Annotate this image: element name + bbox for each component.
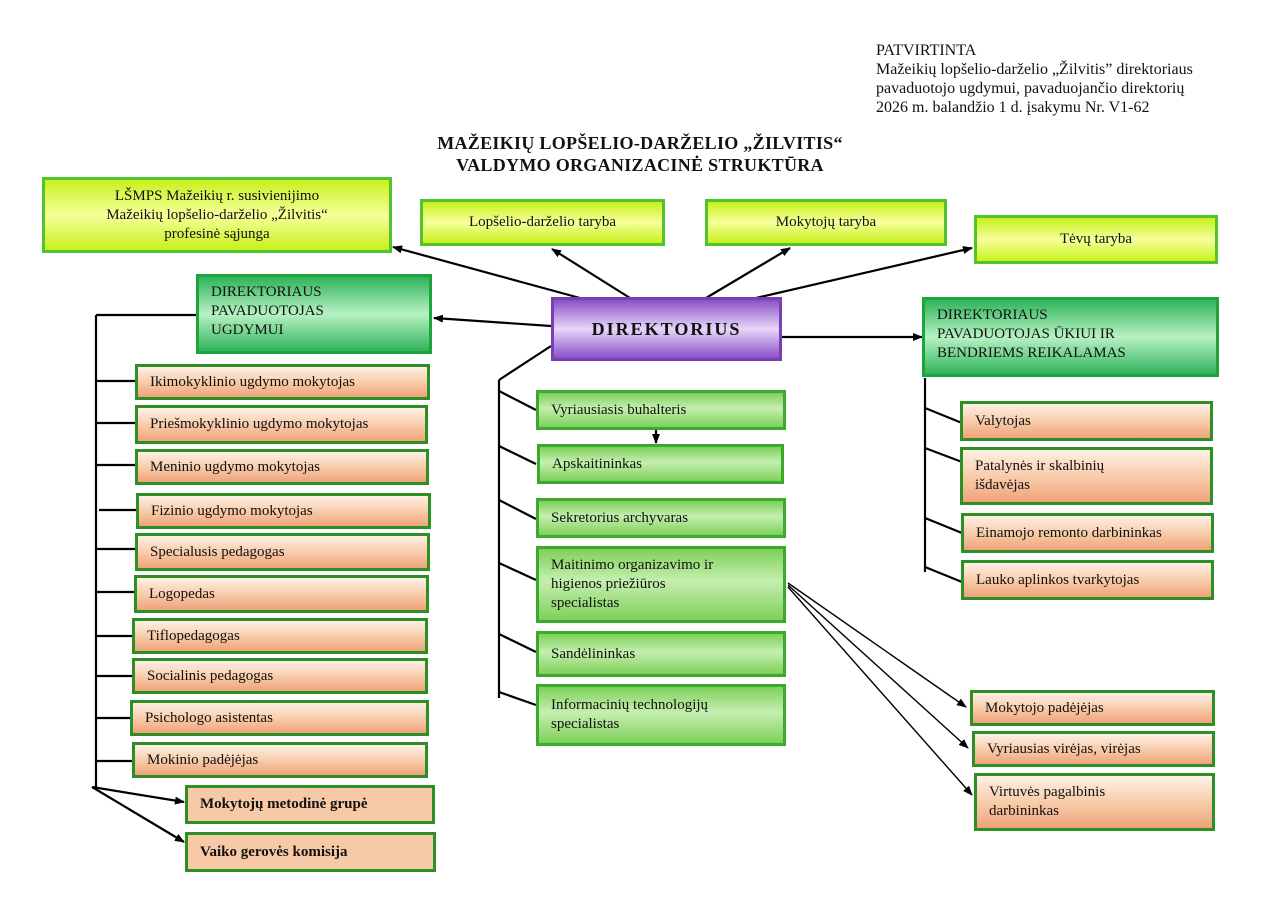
node-label: profesinė sąjunga [164,225,270,242]
node-secretary-archivist: Sekretorius archyvaras [536,498,786,538]
node-label: Valytojas [975,412,1031,429]
node-label: higienos priežiūros [551,576,666,592]
node-director: DIREKTORIUS [551,297,782,361]
node-label: Mažeikių lopšelio-darželio „Žilvitis“ [106,206,328,223]
node-staff: Valytojas [960,401,1213,441]
node-label: Patalynės ir skalbinių [975,458,1105,474]
node-label: specialistas [551,595,620,611]
arrow-director-parents-council [755,246,973,300]
node-label: Sekretorius archyvaras [551,509,689,526]
node-methodical-group: Mokytojų metodinė grupė [185,785,435,824]
node-label: Lauko aplinkos tvarkytojas [976,571,1140,588]
node-label: darbininkas [989,803,1059,819]
node-chief-accountant: Vyriausiasis buhalteris [536,390,786,430]
node-label: Mokinio padėjėjas [147,751,259,768]
node-label: Ikimokyklinio ugdymo mokytojas [150,373,355,390]
node-label: Sandėlininkas [551,645,636,662]
title-line: MAŽEIKIŲ LOPŠELIO-DARŽELIO „ŽILVITIS“ [437,133,843,153]
node-label: BENDRIEMS REIKALAMAS [937,345,1126,361]
arrow-catering-cook [787,584,969,749]
node-staff: Tiflopedagogas [132,618,428,654]
node-storekeeper: Sandėlininkas [536,631,786,677]
arrow-catering-kitchen-worker [787,586,973,796]
node-deputy-education: DIREKTORIAUS PAVADUOTOJAS UGDYMUI [196,274,432,354]
node-label: Mokytojo padėjėjas [985,699,1104,716]
node-staff: Priešmokyklinio ugdymo mokytojas [135,405,428,444]
node-label: Mokytojų taryba [775,214,877,230]
node-label: DIREKTORIAUS [937,307,1048,323]
node-label: Specialusis pedagogas [150,543,285,560]
node-label: Mokytojų metodinė grupė [200,796,368,812]
approval-note: PATVIRTINTA Mažeikių lopšelio-darželio „… [876,41,1193,117]
node-staff: Mokinio padėjėjas [132,742,428,778]
node-accountant: Apskaitininkas [537,444,784,484]
node-label: DIREKTORIAUS [211,284,322,300]
node-teachers-council: Mokytojų taryba [705,199,947,246]
node-staff: Vyriausias virėjas, virėjas [972,731,1215,767]
node-staff: Psichologo asistentas [130,700,429,736]
node-label: Priešmokyklinio ugdymo mokytojas [150,416,369,432]
node-staff: Mokytojo padėjėjas [970,690,1215,726]
node-trade-union: LŠMPS Mažeikių r. susivienijimo Mažeikių… [42,177,392,253]
node-label: Virtuvės pagalbinis [989,784,1106,800]
node-label: UGDYMUI [211,322,284,338]
node-label: Einamojo remonto darbininkas [976,524,1162,541]
node-staff: Socialinis pedagogas [132,658,428,694]
node-label: Fizinio ugdymo mokytojas [151,502,313,519]
node-label: PAVADUOTOJAS ŪKIUI IR [937,326,1115,342]
node-staff: Ikimokyklinio ugdymo mokytojas [135,364,430,400]
node-label: Vyriausiasis buhalteris [551,401,687,418]
approval-line: pavaduotojo ugdymui, pavaduojančio direk… [876,80,1185,97]
node-label: išdavėjas [975,477,1030,493]
arrow-methodical-group [91,785,185,805]
node-label: Vaiko gerovės komisija [200,843,348,860]
arrow-director-teachers-council [705,247,791,299]
arrow-director-kindergarten-council [551,248,631,299]
arrow-catering-assistant [787,582,967,708]
arrow-director-deputy-education [433,314,552,328]
node-staff: Virtuvės pagalbinis darbininkas [974,773,1215,831]
node-label: Socialinis pedagogas [147,667,274,684]
node-staff: Lauko aplinkos tvarkytojas [961,560,1214,600]
node-label: Vyriausias virėjas, virėjas [987,740,1141,757]
node-label: Tiflopedagogas [147,627,240,644]
node-label: Tėvų taryba [1059,231,1133,247]
node-child-welfare-commission: Vaiko gerovės komisija [185,832,436,872]
page-title: MAŽEIKIŲ LOPŠELIO-DARŽELIO „ŽILVITIS“ VA… [360,132,920,176]
node-staff: Patalynės ir skalbinių išdavėjas [960,447,1213,505]
approval-line: Mažeikių lopšelio-darželio „Žilvitis” di… [876,61,1193,78]
node-label: Informacinių technologijų [551,697,709,713]
node-deputy-household: DIREKTORIAUS PAVADUOTOJAS ŪKIUI IR BENDR… [922,297,1219,377]
approval-heading: PATVIRTINTA [876,42,977,59]
node-staff: Einamojo remonto darbininkas [961,513,1214,553]
node-label: Maitinimo organizavimo ir [551,557,714,573]
node-label: LŠMPS Mažeikių r. susivienijimo [114,187,320,204]
node-staff: Specialusis pedagogas [135,533,430,571]
node-label: Lopšelio-darželio taryba [468,214,617,230]
node-parents-council: Tėvų taryba [974,215,1218,264]
node-staff: Fizinio ugdymo mokytojas [136,493,431,529]
arrow-child-welfare-commission [91,786,185,843]
node-staff: Logopedas [134,575,429,613]
node-label: DIREKTORIUS [591,318,742,339]
title-line: VALDYMO ORGANIZACINĖ STRUKTŪRA [456,155,824,175]
node-label: PAVADUOTOJAS [211,303,324,319]
node-label: Meninio ugdymo mokytojas [150,458,320,475]
node-label: Psichologo asistentas [145,709,273,726]
node-catering-specialist: Maitinimo organizavimo ir higienos priež… [536,546,786,623]
node-it-specialist: Informacinių technologijų specialistas [536,684,786,746]
node-staff: Meninio ugdymo mokytojas [135,449,429,485]
node-kindergarten-council: Lopšelio-darželio taryba [420,199,665,246]
approval-line: 2026 m. balandžio 1 d. įsakymu Nr. V1-62 [876,99,1150,116]
node-label: Logopedas [149,585,215,602]
node-label: Apskaitininkas [552,455,642,472]
node-label: specialistas [551,716,620,732]
